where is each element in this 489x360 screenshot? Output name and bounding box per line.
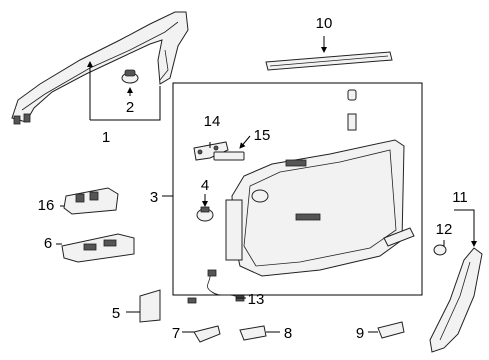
retainer-part [196,206,214,222]
clip-12-part [433,244,447,256]
callout-16: 16 [38,197,55,214]
wire-harness-part [187,269,245,304]
callout-6: 6 [44,235,52,252]
callout-4: 4 [201,177,209,194]
callout-7: 7 [172,325,180,342]
callout-14: 14 [204,113,221,130]
leader-lines [56,36,477,333]
switch-bezel-part [213,151,245,161]
small-bracket-7-part [193,325,221,343]
door-panel-group-frame [172,82,423,296]
callout-5: 5 [112,305,120,322]
callout-11: 11 [452,189,468,206]
cover-part [139,289,161,323]
callout-12: 12 [436,221,453,238]
switch-base-part [61,233,135,263]
callout-2: 2 [126,99,134,116]
callout-9: 9 [356,325,364,342]
small-bracket-9-part [377,321,405,339]
callout-13: 13 [248,291,265,308]
frame-clip-part [347,89,357,131]
clip-part [121,69,139,84]
small-bracket-8-part [239,325,267,341]
inside-handle-part [383,227,415,247]
window-frame-garnish-part [11,11,189,125]
callout-10: 10 [316,15,333,32]
pillar-trim-part [429,247,483,353]
callout-1: 1 [102,129,110,146]
door-trim-panel-part [225,139,405,277]
callout-3: 3 [150,189,158,206]
callout-labels: 1 2 3 4 5 6 7 8 9 10 11 12 13 14 15 16 [38,15,468,342]
callout-8: 8 [284,325,292,342]
callout-15: 15 [254,127,271,144]
window-switch-part [63,187,119,215]
belt-moulding-part [265,51,393,71]
